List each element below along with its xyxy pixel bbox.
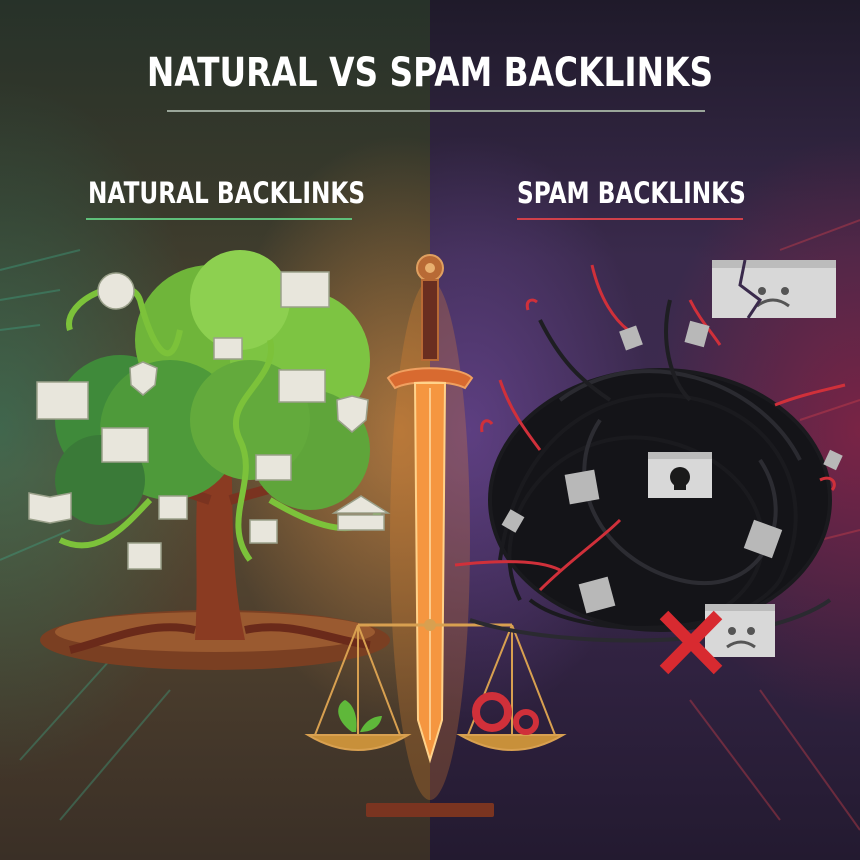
broken-fragments [501, 320, 843, 614]
healthy-tree-illustration [40, 250, 390, 670]
red-x-icon [659, 610, 723, 675]
page-title: NATURAL VS SPAM BACKLINKS [146, 50, 714, 96]
globe-icon [97, 272, 135, 310]
webpage-icon [101, 427, 149, 463]
webpage-icon [36, 381, 89, 420]
spam-heading-underline [517, 218, 743, 220]
natural-heading: NATURAL BACKLINKS [88, 176, 366, 210]
broken-sad-webpage-icon [712, 259, 836, 319]
sword-illustration [386, 254, 474, 800]
webpage-icon [278, 369, 326, 403]
natural-link-icons [28, 271, 391, 570]
sprout-icon [338, 700, 357, 732]
scale-base [366, 803, 494, 817]
hook-icon [480, 419, 494, 433]
skull-webpage-icon [648, 452, 712, 498]
title-divider [167, 110, 705, 112]
webpage-icon [280, 271, 330, 308]
webpage-icon [127, 542, 162, 570]
shield-icon [129, 361, 158, 396]
sad-webpage-icon [705, 604, 775, 657]
hook-icon [525, 298, 538, 311]
book-icon [28, 492, 72, 524]
webpage-icon [158, 495, 188, 520]
webpage-icon [249, 519, 278, 544]
natural-heading-underline [86, 218, 352, 220]
webpage-icon [255, 454, 292, 481]
webpage-icon [213, 337, 243, 360]
hook-icon [819, 476, 836, 492]
gears-icon [472, 692, 512, 732]
spam-heading: SPAM BACKLINKS [517, 176, 746, 210]
institution-icon [331, 495, 391, 531]
chain-icon [454, 264, 846, 592]
shield-heart-icon [336, 395, 369, 433]
